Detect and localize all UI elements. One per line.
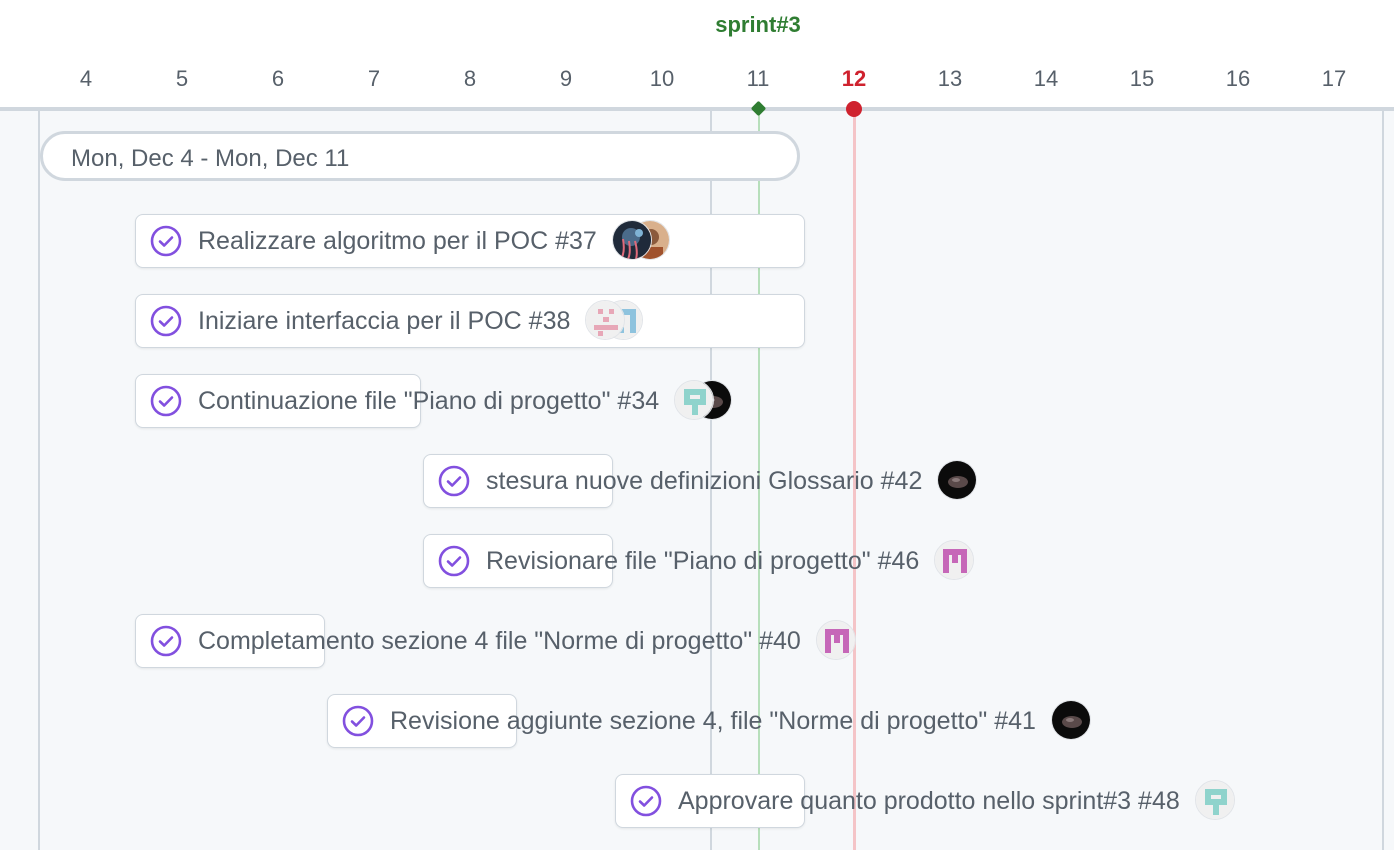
today-marker [846,101,862,117]
issue-closed-icon [150,305,182,337]
today-line [853,111,856,850]
avatar-black-photo[interactable] [937,460,978,500]
day-label-14: 14 [1033,66,1059,91]
roadmap-item-title[interactable]: Revisione aggiunte sezione 4, file "Norm… [390,707,1036,735]
avatar-teal-identicon[interactable] [674,380,715,420]
grid-line-start [38,111,40,850]
avatar-pink-identicon[interactable] [585,300,626,340]
roadmap-item-bar[interactable] [615,774,805,828]
roadmap-item-title[interactable]: stesura nuove definizioni Glossario #42 [486,467,923,495]
roadmap-item-bar[interactable] [135,214,805,268]
day-label-17: 17 [1321,66,1347,91]
day-label-6: 6 [271,66,285,91]
roadmap-item-bar[interactable] [135,374,421,428]
issue-closed-icon [342,705,374,737]
roadmap-item-title[interactable]: Realizzare algoritmo per il POC #37 [198,227,597,255]
issue-closed-icon [150,225,182,257]
day-label-11: 11 [746,66,770,91]
grid-line-end [1382,111,1384,850]
day-label-9: 9 [559,66,573,91]
day-label-13: 13 [937,66,963,91]
roadmap-item-title[interactable]: Approvare quanto prodotto nello sprint#3… [678,787,1180,815]
roadmap-item-title[interactable]: Continuazione file "Piano di progetto" #… [198,387,660,415]
issue-closed-icon [150,385,182,417]
roadmap-item-bar[interactable] [327,694,517,748]
day-label-12: 12 [841,66,867,91]
header-divider [0,107,1394,111]
day-label-15: 15 [1129,66,1155,91]
issue-closed-icon [150,625,182,657]
roadmap-item-bar[interactable] [135,294,805,348]
roadmap-item-bar[interactable] [423,534,613,588]
timeline-header [0,0,1394,108]
roadmap-item-bar[interactable] [423,454,613,508]
sprint-line [758,111,760,850]
sprint-label[interactable]: sprint#3 [715,12,801,37]
day-label-10: 10 [649,66,675,91]
avatar-black-photo[interactable] [1050,700,1091,740]
day-label-16: 16 [1225,66,1251,91]
roadmap-item-title[interactable]: Completamento sezione 4 file "Norme di p… [198,627,801,655]
avatar-magenta-identicon[interactable] [934,540,975,580]
avatar-dark-jellyfish[interactable] [611,220,652,260]
day-label-5: 5 [175,66,189,91]
date-range-label: Mon, Dec 4 - Mon, Dec 11 [71,145,350,172]
issue-closed-icon [630,785,662,817]
roadmap-item-title[interactable]: Iniziare interfaccia per il POC #38 [198,307,571,335]
date-range-pill[interactable]: Mon, Dec 4 - Mon, Dec 11 [40,131,800,181]
day-label-7: 7 [367,66,381,91]
issue-closed-icon [438,465,470,497]
avatar-magenta-identicon[interactable] [815,620,856,660]
day-label-8: 8 [463,66,477,91]
grid-line-week [710,111,712,850]
issue-closed-icon [438,545,470,577]
roadmap-item-bar[interactable] [135,614,325,668]
avatar-teal-identicon[interactable] [1194,780,1235,820]
day-label-4: 4 [79,66,93,91]
roadmap-item-title[interactable]: Revisionare file "Piano di progetto" #46 [486,547,920,575]
